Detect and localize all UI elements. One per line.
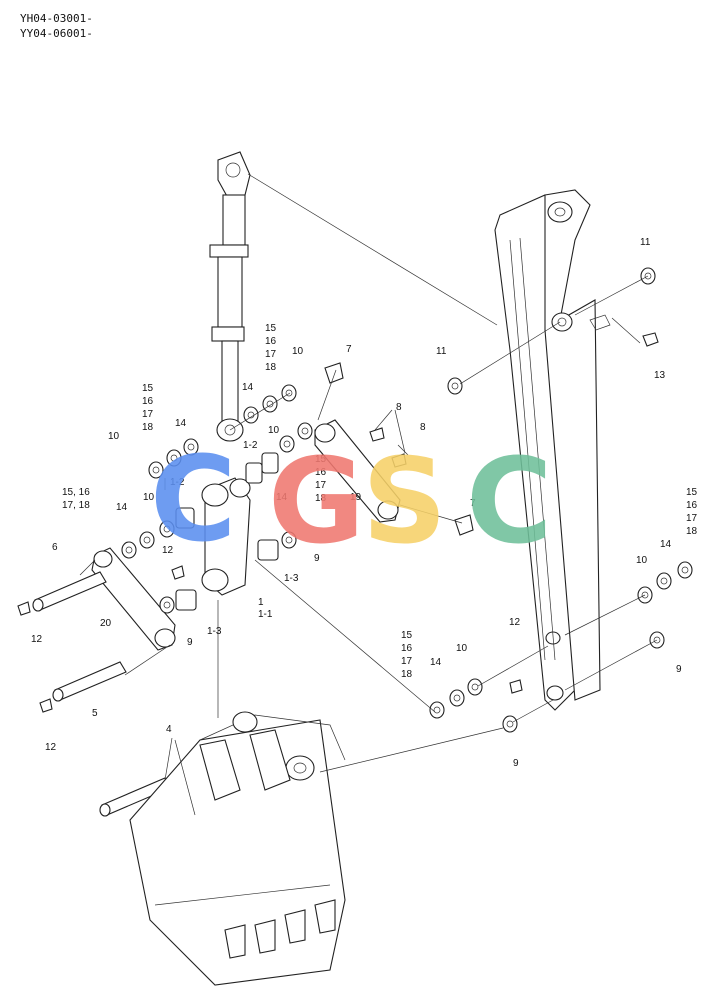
callout-9: 9 [187,637,193,648]
callout-14: 14 [175,418,187,429]
callout-14: 14 [430,657,442,668]
callout-18: 18 [265,362,277,373]
callout-10: 10 [292,346,304,357]
callout-19: 19 [350,492,362,503]
callout-8: 8 [396,402,402,413]
callout-1-2: 1-2 [170,477,185,488]
callout-7: 7 [470,498,476,509]
callout-14: 14 [242,382,254,393]
callout-10: 10 [636,555,648,566]
callout-1-2: 1-2 [243,440,258,451]
callout-10: 10 [268,425,280,436]
callout-16: 16 [315,467,327,478]
callout-17: 17 [401,656,413,667]
arm-assembly [494,189,611,711]
link-1 [201,477,251,596]
callout-15: 15 [265,323,277,334]
callout-18: 18 [686,526,698,537]
callout-4: 4 [166,724,172,735]
callout-17: 17 [686,513,698,524]
callout-12: 12 [31,634,43,645]
washers-and-fittings [17,267,693,733]
callout-1: 1 [258,597,264,608]
gsc-watermark: C G S C [150,430,553,570]
watermark-letter: G [268,432,365,570]
serial-range-2: YY04-06001- [20,27,93,40]
serial-range-1: YH04-03001- [20,12,93,25]
callout-12: 12 [509,617,521,628]
callout-17: 17 [265,349,277,360]
callout-15: 15 [686,487,698,498]
callout-15: 15 [401,630,413,641]
callout-16: 16 [142,396,154,407]
watermark-letter: C [150,430,237,568]
callout-5: 5 [92,708,98,719]
callout-13: 13 [654,370,666,381]
callout-6: 6 [52,542,58,553]
callout-11: 11 [436,346,447,357]
callout-18: 18 [315,493,327,504]
callout-9: 9 [314,553,320,564]
callout-17: 17 [142,409,154,420]
callout-17-18: 17, 18 [62,500,90,511]
callout-17: 17 [315,480,327,491]
callout-labels: 11 11 13 15 16 17 18 10 7 14 15 16 17 18… [31,237,698,769]
callout-14: 14 [276,492,288,503]
callout-15: 15 [315,454,327,465]
link-20 [91,547,176,651]
pin-6 [32,571,107,612]
callout-8: 8 [420,422,426,433]
callout-12: 12 [45,742,57,753]
bucket [129,711,346,986]
callout-9: 9 [676,664,682,675]
callout-1-3: 1-3 [284,573,299,584]
callout-15-16: 15, 16 [62,487,90,498]
callout-20: 20 [100,618,112,629]
callout-10: 10 [456,643,468,654]
leader-lines [79,173,658,816]
callout-18: 18 [401,669,413,680]
bucket-cylinder [209,151,251,442]
pin-5 [52,661,127,702]
callout-10: 10 [143,492,155,503]
callout-15: 15 [142,383,154,394]
callout-7: 7 [346,344,352,355]
callout-9: 9 [513,758,519,769]
callout-1-3: 1-3 [207,626,222,637]
link-19 [314,419,401,523]
watermark-letter: S [362,432,447,570]
callout-18: 18 [142,422,154,433]
callout-16: 16 [686,500,698,511]
callout-14: 14 [660,539,672,550]
callout-16: 16 [401,643,413,654]
callout-10: 10 [108,431,120,442]
callout-14: 14 [116,502,128,513]
callout-1-1: 1-1 [258,609,273,620]
watermark-letter: C [466,432,553,570]
callout-16: 16 [265,336,277,347]
callout-12: 12 [162,545,174,556]
callout-11: 11 [640,237,651,248]
